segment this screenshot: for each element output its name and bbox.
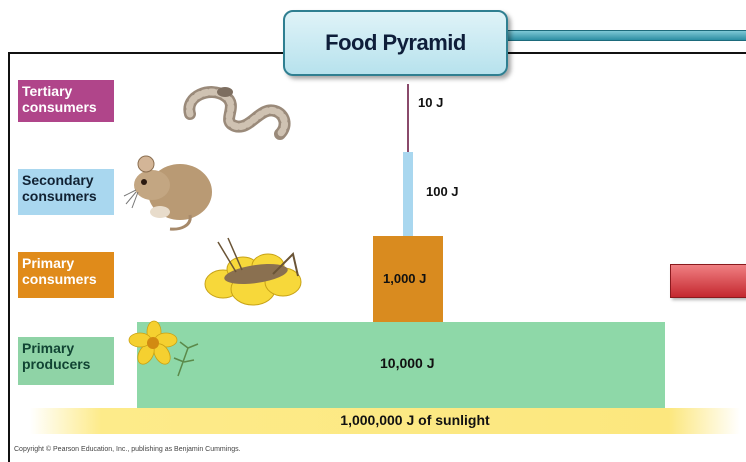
- label-primary-consumers: Primary consumers: [18, 252, 114, 298]
- page-title: Food Pyramid: [325, 30, 466, 56]
- mouse-icon: [120, 150, 220, 235]
- label-tertiary-consumers: Tertiary consumers: [18, 80, 114, 122]
- title-box: Food Pyramid: [283, 10, 508, 76]
- tertiary-consumers-energy: 10 J: [418, 95, 443, 110]
- grasshopper-on-flower-icon: [198, 234, 308, 308]
- tertiary-consumers-block: [407, 84, 409, 152]
- copyright-notice: Copyright © Pearson Education, Inc., pub…: [14, 446, 241, 453]
- secondary-consumers-block: [403, 152, 413, 236]
- secondary-consumers-energy: 100 J: [426, 184, 459, 199]
- sunlight-label: 1,000,000 J of sunlight: [0, 412, 746, 428]
- red-tab-button[interactable]: [670, 264, 746, 298]
- primary-consumers-energy: 1,000 J: [383, 271, 426, 286]
- yellow-flower-icon: [128, 318, 218, 378]
- label-secondary-consumers: Secondary consumers: [18, 169, 114, 215]
- producers-energy: 10,000 J: [380, 355, 435, 371]
- header-accent-bar: [500, 30, 746, 41]
- snake-icon: [180, 76, 295, 142]
- label-primary-producers: Primary producers: [18, 337, 114, 385]
